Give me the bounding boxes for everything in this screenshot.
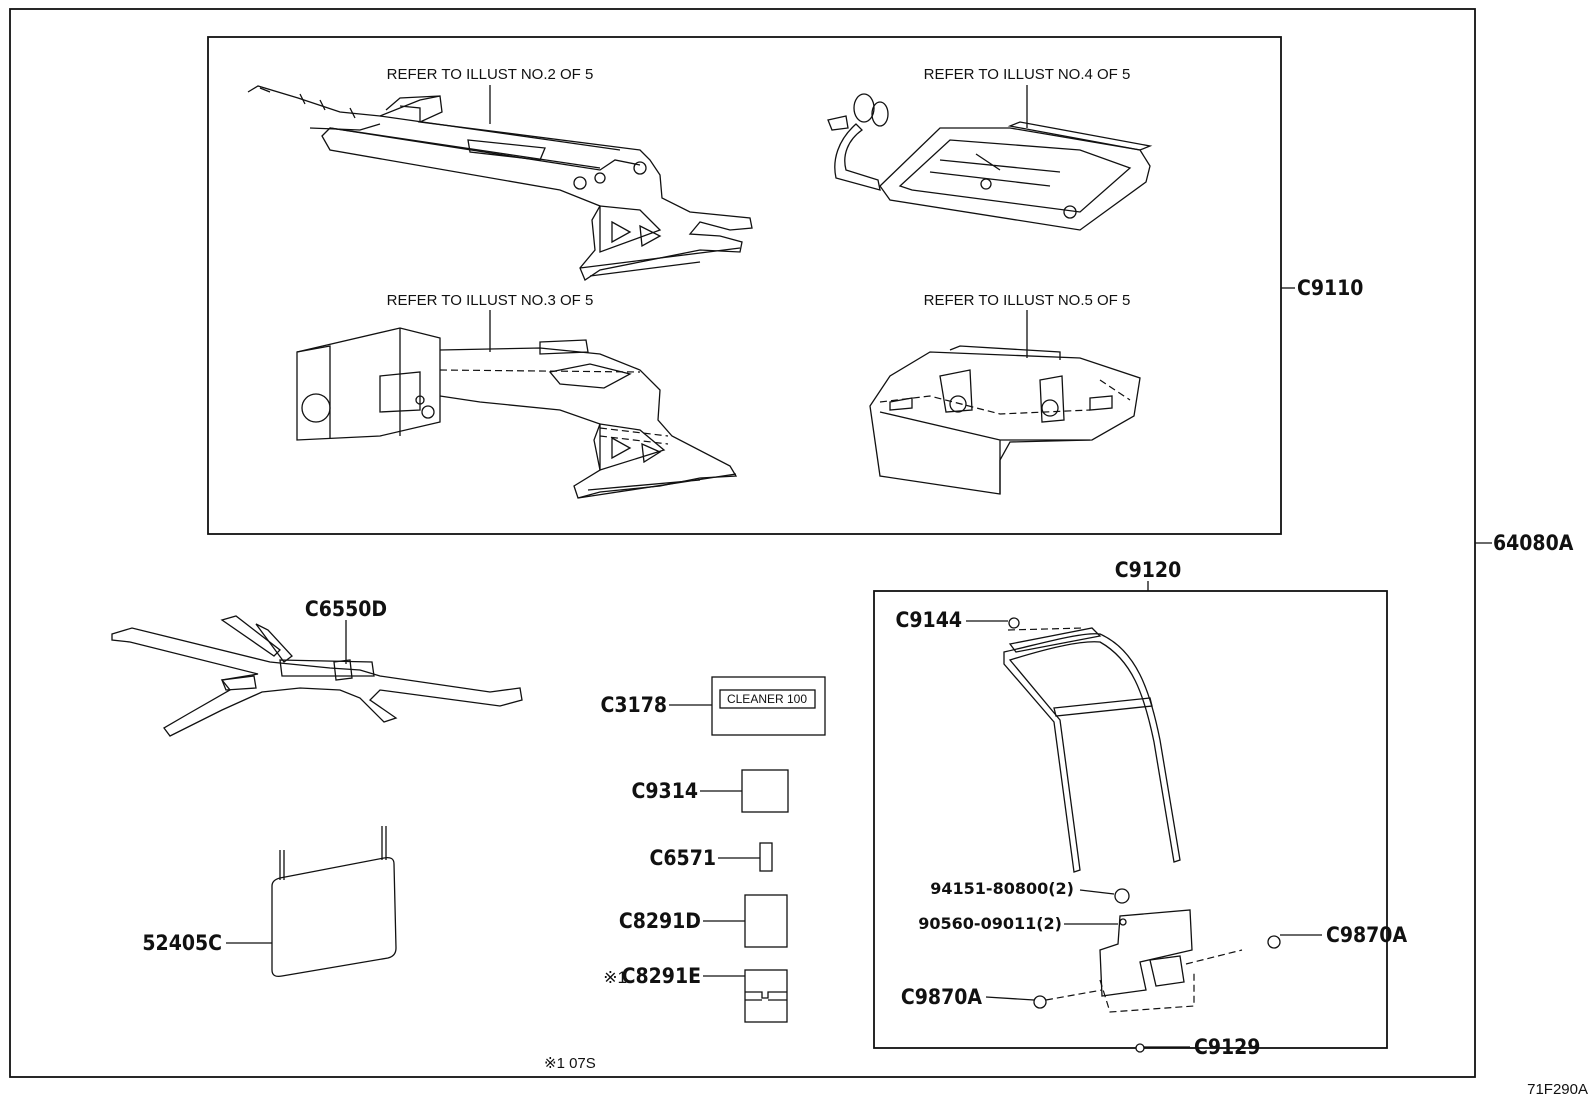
callout-c9870a-right[interactable]: C9870A [1326,923,1407,947]
callout-c9144[interactable]: C9144 [896,608,962,632]
callout-c8291e-mark: ※1 [603,968,627,987]
figure-id: 71F290A [1527,1081,1588,1098]
ref-label-3[interactable]: REFER TO ILLUST NO.3 OF 5 [387,292,594,309]
callout-c8291e[interactable]: C8291E [622,964,701,988]
harness-illustration [111,615,523,737]
callout-c9120[interactable]: C9120 [1115,558,1181,582]
outer-frame [9,8,1476,1078]
c6571-part [759,842,773,872]
callout-c9110[interactable]: C9110 [1297,276,1363,300]
c8291e-part [744,969,788,1023]
ref-label-2[interactable]: REFER TO ILLUST NO.2 OF 5 [387,66,594,83]
callout-c6571[interactable]: C6571 [650,846,716,870]
callout-90560[interactable]: 90560-09011(2) [918,914,1062,933]
cleaner-label-inner [719,689,816,709]
c8291d-part [744,894,788,948]
seat-cover-illustration [271,826,397,978]
c9120-frame-illustration [1003,617,1281,1053]
reference-group-box [207,36,1282,535]
callout-c8291d[interactable]: C8291D [619,909,701,933]
p94151-leader [1079,889,1115,895]
callout-64080a[interactable]: 64080A [1493,531,1574,555]
ref-label-5[interactable]: REFER TO ILLUST NO.5 OF 5 [924,292,1131,309]
footnote: ※1 07S [544,1055,596,1072]
c9120-group-box [873,590,1388,1049]
callout-c3178[interactable]: C3178 [601,693,667,717]
cleaner-label-text: CLEANER 100 [727,692,807,706]
callout-94151[interactable]: 94151-80800(2) [930,879,1074,898]
seat-frame-illustration-5 [869,345,1141,495]
c9314-part [741,769,789,813]
callout-c6550d[interactable]: C6550D [305,597,387,621]
callout-c9129[interactable]: C9129 [1194,1035,1260,1059]
ref-label-4[interactable]: REFER TO ILLUST NO.4 OF 5 [924,66,1131,83]
callout-c9314[interactable]: C9314 [632,779,698,803]
c9870a-left-leader [985,996,1035,1001]
seat-frame-illustration-3 [296,327,738,499]
callout-c9870a-left[interactable]: C9870A [901,985,982,1009]
seat-frame-illustration-4 [827,93,1153,231]
callout-52405c[interactable]: 52405C [142,931,222,955]
cleaner-label-outer [711,676,826,736]
seat-frame-illustration-2 [247,85,753,281]
